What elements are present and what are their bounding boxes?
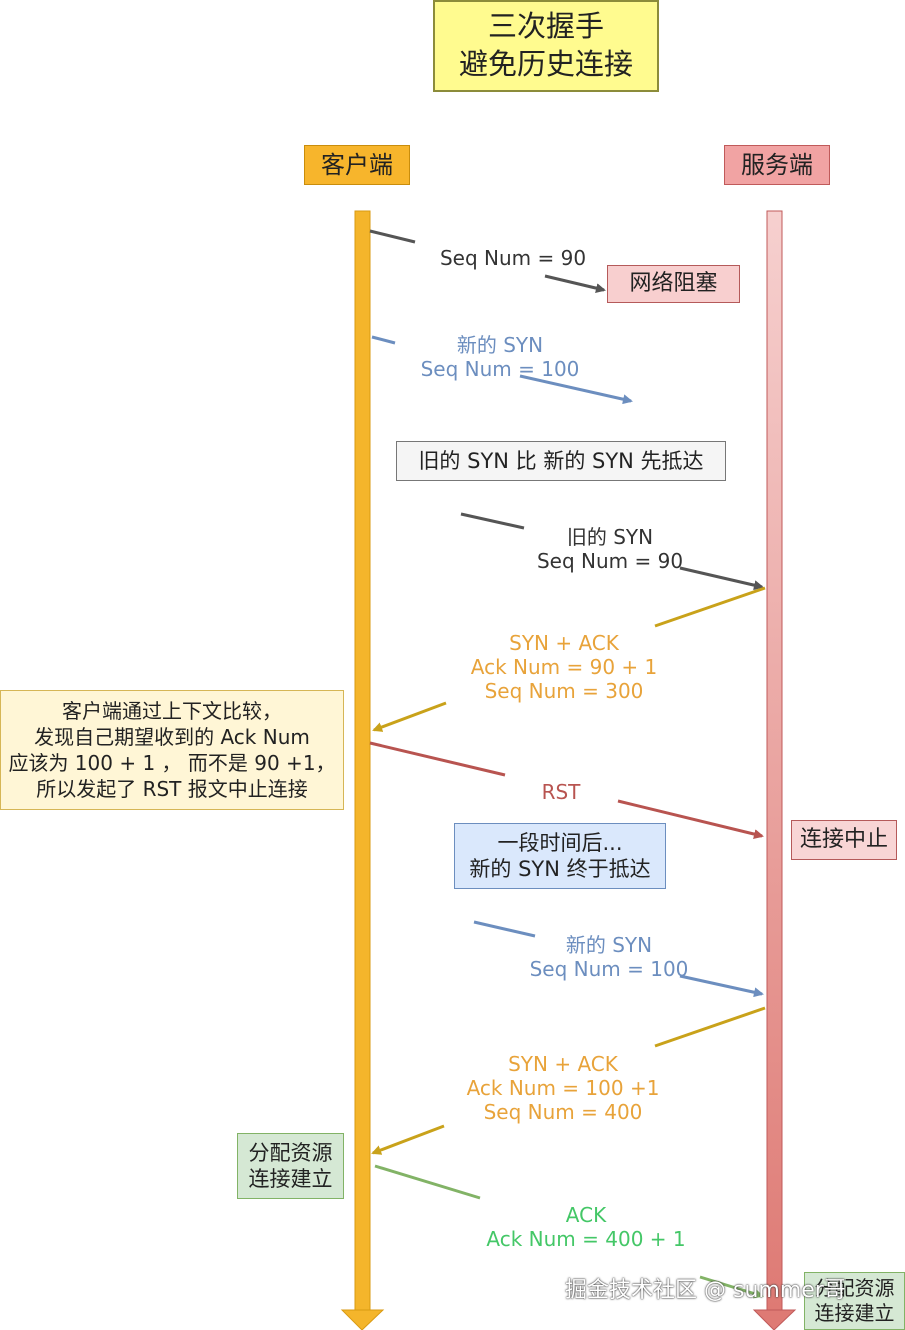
server-alloc-line1: 分配资源 — [814, 1276, 895, 1300]
new-syn-arrive-seq: Seq Num = 100 — [529, 957, 689, 981]
old-syn-seq: Seq Num = 90 — [439, 246, 587, 270]
synack2-seq: Seq Num = 400 — [483, 1100, 643, 1124]
title-line2: 避免历史连接 — [458, 47, 633, 81]
old-first-note: 旧的 SYN 比 新的 SYN 先抵达 — [396, 441, 726, 481]
client-lane-header: 客户端 — [304, 145, 410, 185]
client-alloc-line2: 连接建立 — [248, 1167, 333, 1191]
synack1-seq: Seq Num = 300 — [484, 679, 644, 703]
synack1-head — [372, 701, 447, 732]
client-note-line2: 发现自己期望收到的 Ack Num — [34, 725, 310, 749]
client-note-line3: 应该为 100 + 1 ， 而不是 90 +1， — [8, 751, 336, 775]
diagram-title: 三次握手 避免历史连接 — [433, 0, 659, 92]
new-syn-arrive-tail — [473, 920, 536, 938]
server-alloc-line2: 连接建立 — [814, 1301, 895, 1325]
watermark: 掘金技术社区 @ summer哥 — [565, 1278, 846, 1303]
ack-tail — [374, 1164, 481, 1200]
new-syn-seq: Seq Num = 100 — [420, 357, 580, 381]
synack2-tail — [654, 1006, 766, 1048]
synack1-ack: Ack Num = 90 + 1 — [470, 655, 658, 679]
server-lifeline — [766, 210, 783, 1312]
synack2-label: SYN + ACK Ack Num = 100 +1 Seq Num = 400 — [467, 1052, 660, 1124]
old-syn-arrow-head — [544, 274, 606, 294]
client-note-line1: 客户端通过上下文比较， — [62, 699, 282, 723]
new-syn-arrow-head — [519, 374, 633, 405]
new-syn-title: 新的 SYN — [456, 333, 544, 357]
old-syn-arrive-title: 旧的 SYN — [566, 525, 654, 549]
server-lifeline-arrowhead — [752, 1309, 797, 1330]
client-lifeline — [354, 210, 371, 1312]
old-syn-arrive-head — [679, 566, 764, 591]
synack2-head — [371, 1124, 445, 1155]
rst-head — [617, 799, 764, 839]
old-syn-arrive-seq: Seq Num = 90 — [536, 549, 684, 573]
later-note-line2: 新的 SYN 终于抵达 — [469, 857, 651, 881]
server-alloc-label: 分配资源 连接建立 — [804, 1272, 905, 1330]
later-arrival-note: 一段时间后... 新的 SYN 终于抵达 — [454, 823, 666, 889]
synack2-ack: Ack Num = 100 +1 — [466, 1076, 660, 1100]
old-syn-arrive-label: 旧的 SYN Seq Num = 90 — [537, 525, 683, 573]
ack-label: ACK Ack Num = 400 + 1 — [486, 1203, 685, 1251]
rst-label: RST — [541, 780, 581, 804]
new-syn-arrive-head — [679, 974, 764, 998]
new-syn-arrive-label: 新的 SYN Seq Num = 100 — [530, 933, 689, 981]
new-syn-label: 新的 SYN Seq Num = 100 — [421, 333, 580, 381]
synack1-tail — [654, 586, 766, 628]
old-syn-label: Seq Num = 90 — [440, 246, 586, 270]
rst-tail — [369, 741, 506, 777]
ack-head — [699, 1275, 764, 1299]
client-rst-note: 客户端通过上下文比较， 发现自己期望收到的 Ack Num 应该为 100 + … — [0, 690, 344, 810]
synack1-label: SYN + ACK Ack Num = 90 + 1 Seq Num = 300 — [471, 631, 658, 703]
later-note-line1: 一段时间后... — [497, 830, 623, 855]
client-alloc-label: 分配资源 连接建立 — [237, 1133, 344, 1199]
client-lifeline-arrowhead — [340, 1309, 385, 1330]
client-note-line4: 所以发起了 RST 报文中止连接 — [36, 777, 308, 801]
ack-title: ACK — [565, 1203, 607, 1227]
client-alloc-line1: 分配资源 — [248, 1140, 333, 1165]
title-line1: 三次握手 — [487, 9, 604, 44]
old-syn-arrive-tail — [460, 512, 525, 530]
connection-abort-label: 连接中止 — [791, 820, 897, 860]
new-syn-arrive-title: 新的 SYN — [565, 933, 653, 957]
network-block-label: 网络阻塞 — [607, 265, 740, 303]
synack2-title: SYN + ACK — [508, 1052, 618, 1076]
ack-num: Ack Num = 400 + 1 — [486, 1227, 686, 1251]
synack1-title: SYN + ACK — [509, 631, 619, 655]
server-lane-header: 服务端 — [724, 145, 830, 185]
old-syn-arrow-tail — [369, 229, 416, 244]
new-syn-arrow-tail — [371, 335, 396, 345]
